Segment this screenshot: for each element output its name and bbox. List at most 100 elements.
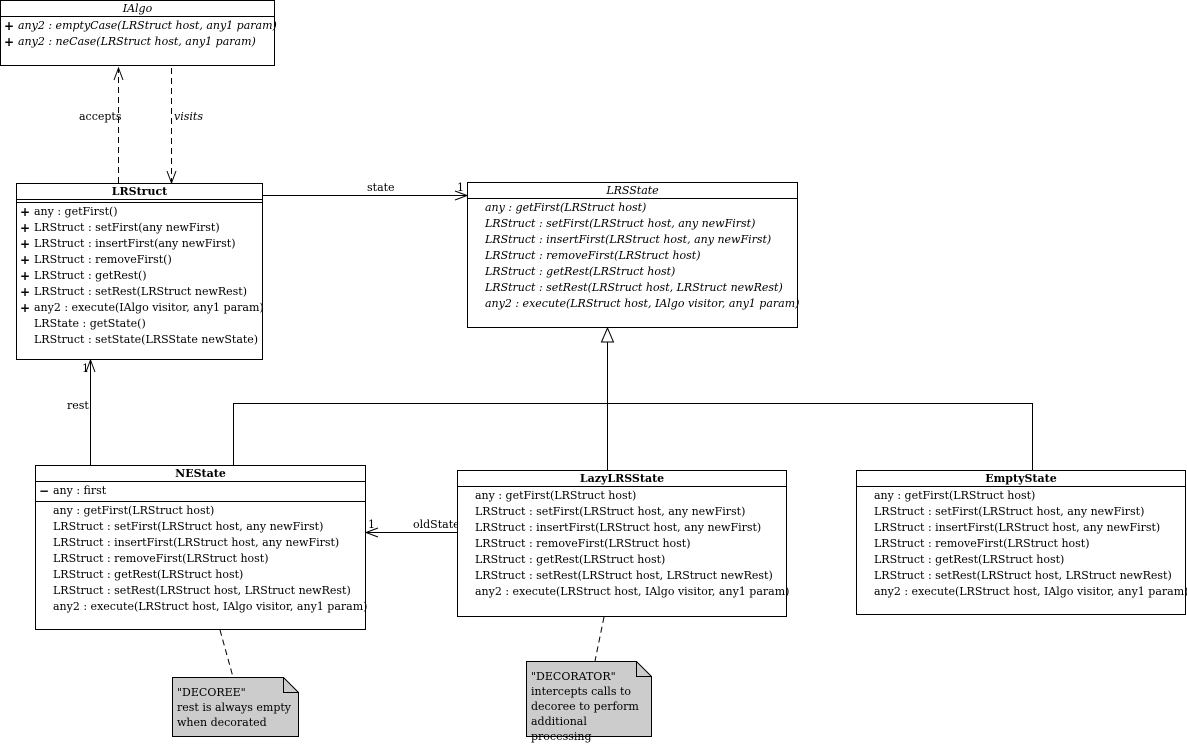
public-visibility-icon: + xyxy=(3,19,15,33)
visits-label: visits xyxy=(174,110,203,123)
note-shape-icon xyxy=(526,661,652,737)
method-row: LRState : getState() xyxy=(17,316,262,332)
decorator-note[interactable]: "DECORATOR" intercepts calls to decoree … xyxy=(526,661,652,743)
method-row: LRStruct : insertFirst(LRStruct host, an… xyxy=(36,535,365,551)
class-name: EmptyState xyxy=(857,471,1185,487)
method-row: LRStruct : insertFirst(LRStruct host, an… xyxy=(458,520,786,536)
method-signature: LRStruct : setFirst(LRStruct host, any n… xyxy=(475,505,746,518)
methods-section: +any2 : emptyCase(LRStruct host, any1 pa… xyxy=(1,17,277,52)
generalization-tree-line xyxy=(233,403,1033,470)
method-signature: LRStruct : setState(LRSState newState) xyxy=(34,333,259,346)
method-row: any2 : execute(LRStruct host, IAlgo visi… xyxy=(458,584,789,600)
method-row: +LRStruct : getRest() xyxy=(17,268,262,284)
generalization-triangle xyxy=(600,326,615,343)
method-row: any : getFirst(LRStruct host) xyxy=(36,503,365,519)
method-signature: LRStruct : setFirst(LRStruct host, any n… xyxy=(485,217,756,230)
method-row: LRStruct : setFirst(LRStruct host, any n… xyxy=(857,504,1185,520)
method-signature: LRStruct : setRest(LRStruct host, LRStru… xyxy=(53,584,351,597)
lazylrsstate-class[interactable]: LazyLRSState any : getFirst(LRStruct hos… xyxy=(457,470,789,617)
method-row: LRStruct : setRest(LRStruct host, LRStru… xyxy=(458,568,786,584)
method-row: LRStruct : setRest(LRStruct host, LRStru… xyxy=(36,583,365,599)
rest-arrowhead xyxy=(85,358,96,373)
method-signature: any : getFirst(LRStruct host) xyxy=(874,489,1036,502)
accepts-arrowhead xyxy=(113,66,124,81)
method-signature: LRStruct : setRest(LRStruct host, LRStru… xyxy=(485,281,783,294)
note-line: when decorated xyxy=(177,716,267,729)
method-signature: LRStruct : setRest(LRStruct newRest) xyxy=(34,285,248,298)
method-row: LRStruct : setFirst(LRStruct host, any n… xyxy=(458,504,786,520)
method-row: any : getFirst(LRStruct host) xyxy=(857,488,1185,504)
public-visibility-icon: + xyxy=(3,35,15,49)
decoree-note-anchor xyxy=(219,629,234,678)
public-visibility-icon: + xyxy=(19,269,31,283)
method-signature: LRStruct : insertFirst(LRStruct host, an… xyxy=(874,521,1161,534)
method-signature: LRStruct : getRest(LRStruct host) xyxy=(53,568,244,581)
method-signature: LRStruct : setRest(LRStruct host, LRStru… xyxy=(874,569,1172,582)
method-row: LRStruct : setState(LRSState newState) xyxy=(17,332,262,348)
method-signature: LRStruct : setFirst(LRStruct host, any n… xyxy=(874,505,1145,518)
method-signature: any : getFirst() xyxy=(34,205,118,218)
class-name: LazyLRSState xyxy=(458,471,786,487)
method-row: LRStruct : setRest(LRStruct host, LRStru… xyxy=(857,568,1185,584)
note-line: additional processing xyxy=(531,715,592,743)
method-row: LRStruct : removeFirst(LRStruct host) xyxy=(458,536,786,552)
method-row: +any2 : emptyCase(LRStruct host, any1 pa… xyxy=(1,18,277,34)
state-multiplicity: 1 xyxy=(457,181,464,194)
attributes-section: −any : first xyxy=(36,482,365,502)
state-label: state xyxy=(367,181,395,194)
method-signature: LRStruct : getRest() xyxy=(34,269,147,282)
method-signature: LRStruct : removeFirst(LRStruct host) xyxy=(53,552,269,565)
decorator-note-anchor xyxy=(594,616,605,662)
method-row: +LRStruct : removeFirst() xyxy=(17,252,262,268)
attributes-section xyxy=(17,200,262,203)
public-visibility-icon: + xyxy=(19,221,31,235)
class-name: IAlgo xyxy=(1,1,274,17)
method-signature: LRStruct : getRest(LRStruct host) xyxy=(485,265,676,278)
public-visibility-icon: + xyxy=(19,237,31,251)
method-row: LRStruct : removeFirst(LRStruct host) xyxy=(468,248,797,264)
methods-section: any : getFirst(LRStruct host) LRStruct :… xyxy=(458,487,789,602)
method-row: any2 : execute(LRStruct host, IAlgo visi… xyxy=(468,296,800,312)
nestate-class[interactable]: NEState −any : first any : getFirst(LRSt… xyxy=(35,465,368,630)
method-row: +LRStruct : insertFirst(any newFirst) xyxy=(17,236,262,252)
methods-section: any : getFirst(LRStruct host) LRStruct :… xyxy=(36,502,368,617)
lrsstate-class[interactable]: LRSState any : getFirst(LRStruct host) L… xyxy=(467,182,800,328)
method-signature: any2 : execute(LRStruct host, IAlgo visi… xyxy=(485,297,800,310)
note-line: intercepts calls to xyxy=(531,685,632,698)
methods-section: any : getFirst(LRStruct host) LRStruct :… xyxy=(857,487,1187,602)
class-name: NEState xyxy=(36,466,365,482)
method-signature: LRStruct : removeFirst(LRStruct host) xyxy=(485,249,701,262)
method-signature: any2 : execute(LRStruct host, IAlgo visi… xyxy=(53,600,368,613)
method-signature: LRState : getState() xyxy=(34,317,146,330)
method-signature: any2 : neCase(LRStruct host, any1 param) xyxy=(18,35,256,48)
method-row: LRStruct : setRest(LRStruct host, LRStru… xyxy=(468,280,797,296)
emptystate-class[interactable]: EmptyState any : getFirst(LRStruct host)… xyxy=(856,470,1187,615)
method-signature: LRStruct : getRest(LRStruct host) xyxy=(475,553,666,566)
attribute-row: −any : first xyxy=(36,483,365,499)
method-row: any2 : execute(LRStruct host, IAlgo visi… xyxy=(36,599,368,615)
method-row: any : getFirst(LRStruct host) xyxy=(458,488,786,504)
rest-label: rest xyxy=(67,399,89,412)
method-row: LRStruct : getRest(LRStruct host) xyxy=(468,264,797,280)
method-signature: LRStruct : insertFirst(LRStruct host, an… xyxy=(53,536,340,549)
method-row: any : getFirst(LRStruct host) xyxy=(468,200,797,216)
lrstruct-class[interactable]: LRStruct +any : getFirst() +LRStruct : s… xyxy=(16,183,264,360)
oldstate-multiplicity: 1 xyxy=(368,518,375,531)
decoree-note[interactable]: "DECOREE" rest is always empty when deco… xyxy=(172,677,299,737)
method-signature: LRStruct : insertFirst(LRStruct host, an… xyxy=(485,233,772,246)
method-signature: any2 : execute(LRStruct host, IAlgo visi… xyxy=(874,585,1187,598)
private-visibility-icon: − xyxy=(38,484,50,498)
method-signature: LRStruct : removeFirst(LRStruct host) xyxy=(475,537,691,550)
oldstate-arrowhead xyxy=(364,527,379,538)
method-row: LRStruct : removeFirst(LRStruct host) xyxy=(857,536,1185,552)
methods-section: +any : getFirst() +LRStruct : setFirst(a… xyxy=(17,203,264,350)
method-signature: LRStruct : insertFirst(any newFirst) xyxy=(34,237,236,250)
rest-multiplicity: 1 xyxy=(82,362,89,375)
method-row: LRStruct : insertFirst(LRStruct host, an… xyxy=(468,232,797,248)
class-name: LRStruct xyxy=(17,184,262,200)
accepts-label: accepts xyxy=(79,110,122,123)
method-row: +LRStruct : setRest(LRStruct newRest) xyxy=(17,284,262,300)
note-shape-icon xyxy=(172,677,299,737)
ialgo-class[interactable]: IAlgo +any2 : emptyCase(LRStruct host, a… xyxy=(0,0,277,66)
